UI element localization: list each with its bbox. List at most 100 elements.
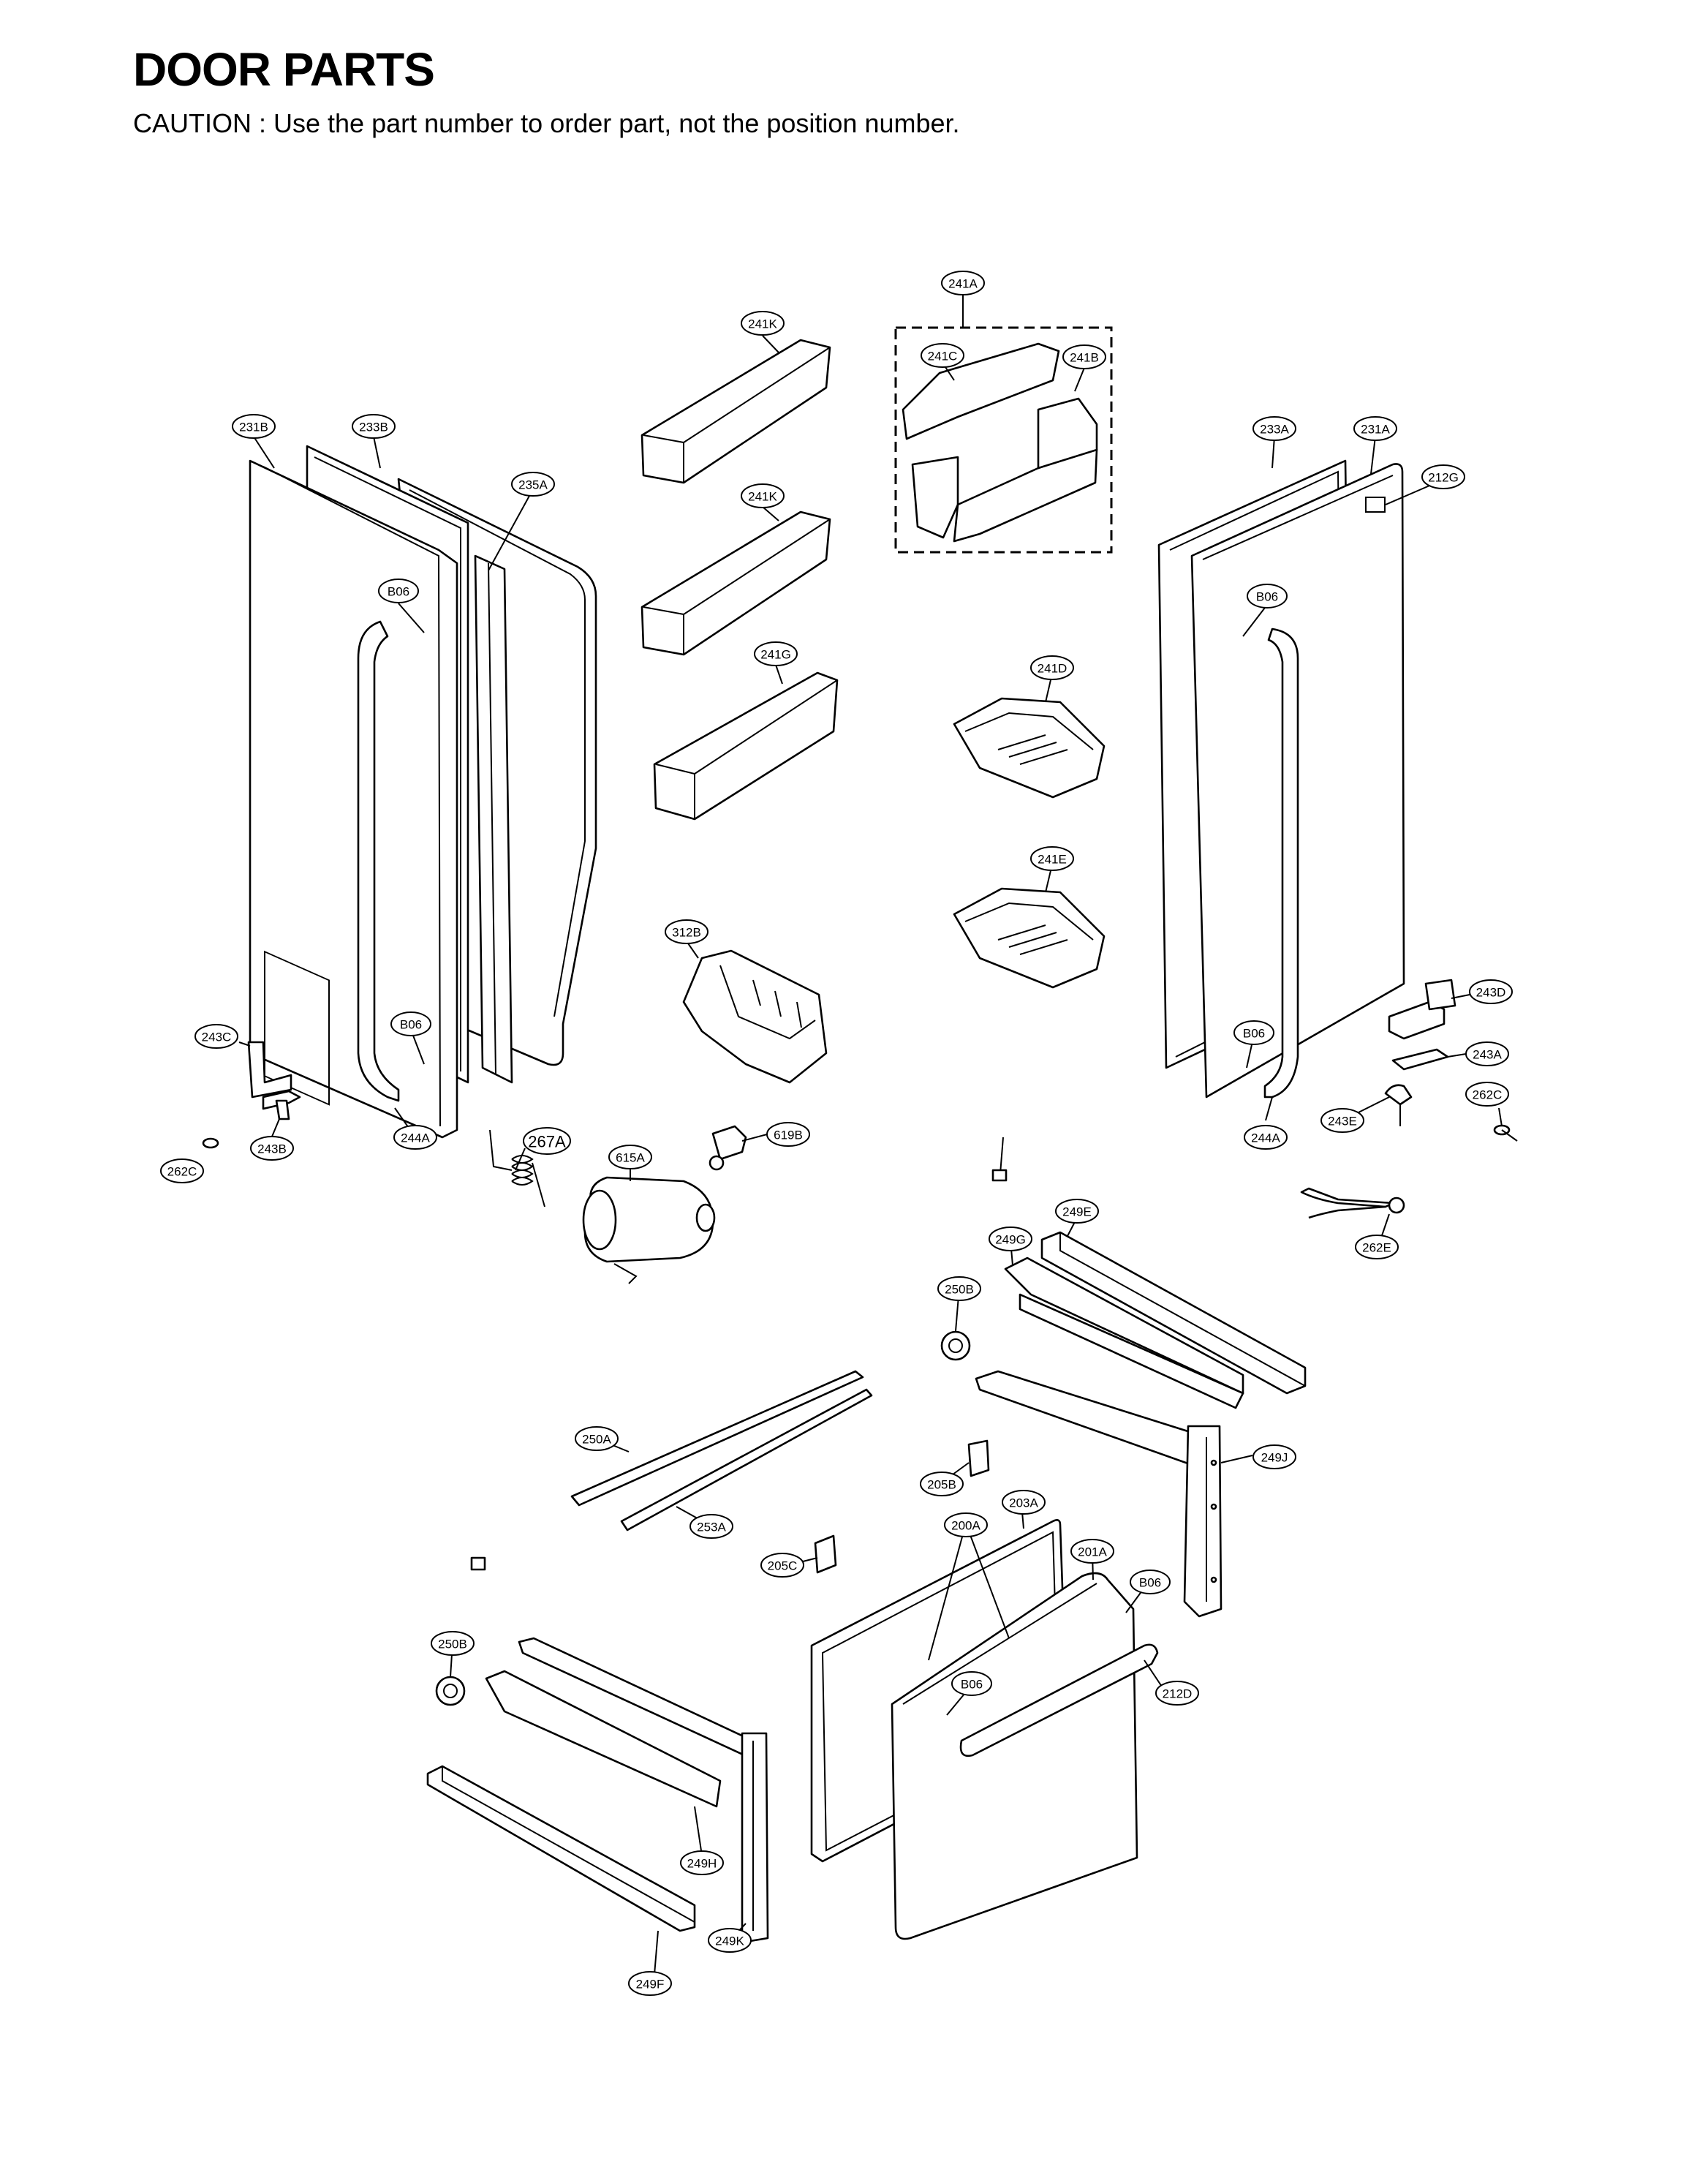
svg-text:243B: 243B <box>257 1142 287 1156</box>
label-233a: 233A <box>1252 416 1296 441</box>
label-b06-right-bottom: B06 <box>1233 1020 1274 1045</box>
freezer-handle-212d <box>959 1643 1159 1757</box>
svg-text:B06: B06 <box>961 1678 983 1692</box>
rail-249f <box>426 1765 696 1932</box>
roller-250b-left <box>435 1676 466 1706</box>
left-door-label-area <box>264 950 330 1106</box>
svg-text:B06: B06 <box>388 585 409 599</box>
left-door-handle-244a <box>357 620 400 1102</box>
clip-small <box>991 1137 1008 1182</box>
svg-text:205B: 205B <box>927 1478 956 1492</box>
label-249e: 249E <box>1055 1199 1099 1224</box>
label-241g: 241G <box>754 641 798 666</box>
label-233b: 233B <box>352 414 396 439</box>
svg-text:249F: 249F <box>636 1978 665 1992</box>
svg-text:233B: 233B <box>359 421 388 434</box>
hinge-wrench-262e <box>1300 1187 1405 1219</box>
svg-text:249E: 249E <box>1062 1205 1092 1219</box>
caution-note: CAUTION : Use the part number to order p… <box>133 108 960 138</box>
svg-text:212G: 212G <box>1428 471 1459 485</box>
svg-text:262C: 262C <box>1473 1088 1503 1102</box>
label-244a-left: 244A <box>393 1125 437 1150</box>
right-bushing-243e <box>1384 1084 1413 1126</box>
label-235a: 235A <box>511 472 555 497</box>
label-262c-right: 262C <box>1465 1082 1509 1107</box>
svg-text:262E: 262E <box>1362 1241 1391 1255</box>
label-212d: 212D <box>1155 1681 1199 1706</box>
svg-text:250B: 250B <box>945 1283 974 1297</box>
left-hinge-243b <box>262 1090 301 1120</box>
bin-cover-241c <box>902 342 1060 440</box>
door-bin-241g <box>653 671 839 821</box>
svg-text:B06: B06 <box>400 1018 422 1032</box>
label-262e: 262E <box>1355 1235 1399 1259</box>
svg-text:231B: 231B <box>239 421 268 434</box>
svg-text:250B: 250B <box>438 1638 467 1651</box>
clip-small-left <box>470 1556 486 1571</box>
roller-250b-right <box>940 1330 971 1361</box>
svg-text:267A: 267A <box>528 1133 566 1151</box>
svg-text:249G: 249G <box>995 1233 1026 1247</box>
label-249k: 249K <box>708 1928 752 1953</box>
svg-text:262C: 262C <box>167 1165 197 1179</box>
door-bin-241k-middle <box>640 510 831 656</box>
svg-text:243C: 243C <box>202 1030 232 1044</box>
svg-text:619B: 619B <box>774 1129 803 1142</box>
label-249g: 249G <box>989 1227 1032 1251</box>
svg-text:241K: 241K <box>748 317 777 331</box>
label-249f: 249F <box>628 1971 672 1996</box>
label-253a: 253A <box>689 1514 733 1539</box>
water-filter-615a <box>582 1176 716 1284</box>
svg-text:250A: 250A <box>582 1433 611 1447</box>
right-door-handle-244a <box>1263 628 1299 1099</box>
label-b06-right-top: B06 <box>1247 584 1288 608</box>
mullion-spring-267a <box>489 1129 545 1207</box>
svg-text:249H: 249H <box>687 1857 717 1871</box>
svg-text:201A: 201A <box>1078 1545 1107 1559</box>
svg-text:244A: 244A <box>1251 1131 1280 1145</box>
rail-249e <box>1040 1231 1307 1395</box>
svg-text:243A: 243A <box>1473 1048 1502 1062</box>
door-bin-241d <box>953 697 1106 799</box>
label-b06-left-bottom: B06 <box>390 1011 431 1036</box>
label-241e: 241E <box>1030 846 1074 871</box>
label-243a: 243A <box>1465 1041 1509 1066</box>
bracket-249j <box>975 1370 1223 1618</box>
svg-text:212D: 212D <box>1163 1687 1193 1701</box>
label-250a: 250A <box>575 1426 619 1451</box>
label-241a: 241A <box>941 271 985 295</box>
svg-text:233A: 233A <box>1260 423 1289 437</box>
svg-text:241B: 241B <box>1070 351 1099 365</box>
label-203a: 203A <box>1002 1490 1046 1515</box>
label-205b: 205B <box>920 1472 964 1496</box>
label-241k-top: 241K <box>741 311 785 336</box>
left-washer-262c <box>202 1137 219 1149</box>
label-b06-left-top: B06 <box>378 579 419 603</box>
svg-text:B06: B06 <box>1243 1027 1265 1041</box>
svg-text:235A: 235A <box>518 478 548 492</box>
svg-text:B06: B06 <box>1139 1576 1161 1590</box>
right-hinge-243d <box>1388 979 1456 1040</box>
label-244a-right: 244A <box>1244 1125 1288 1150</box>
label-243b: 243B <box>250 1136 294 1161</box>
svg-text:B06: B06 <box>1256 590 1278 604</box>
bin-241b-back <box>1037 397 1098 470</box>
label-262c-left: 262C <box>160 1158 204 1183</box>
svg-text:249J: 249J <box>1261 1451 1288 1465</box>
door-bin-assembly-241a <box>894 326 1113 554</box>
label-231a: 231A <box>1353 416 1397 441</box>
left-door-panel-231b <box>249 459 458 1139</box>
svg-text:243D: 243D <box>1476 986 1506 1000</box>
label-200a: 200A <box>944 1512 988 1537</box>
svg-text:200A: 200A <box>951 1519 980 1533</box>
svg-text:615A: 615A <box>616 1151 645 1165</box>
label-250b-right: 250B <box>937 1276 981 1301</box>
label-619b: 619B <box>766 1122 810 1147</box>
svg-text:205C: 205C <box>768 1559 798 1573</box>
svg-text:241A: 241A <box>948 277 978 291</box>
door-bin-241e <box>953 887 1106 989</box>
svg-text:241K: 241K <box>748 490 777 504</box>
svg-text:241G: 241G <box>760 648 791 662</box>
